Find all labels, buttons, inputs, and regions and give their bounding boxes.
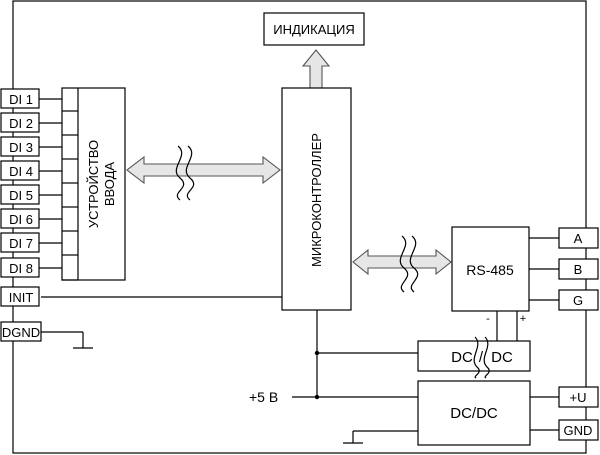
mcu-box: [281, 87, 352, 311]
left-terminal-label: DI 3: [9, 140, 33, 155]
left-terminal-label: DI 5: [9, 188, 33, 203]
input-mcu-bus-arrow: [126, 155, 281, 185]
right-terminal-box: [558, 258, 599, 280]
left-terminal-box: [0, 286, 40, 307]
left-terminal-label: DI 4: [9, 164, 33, 179]
left-terminal-label: DGND: [2, 325, 40, 340]
isolated-dcdc-slash: /: [479, 349, 484, 366]
input-device-label-line1: УСТРОЙСТВО: [86, 140, 101, 228]
input-device-box: [61, 87, 126, 281]
input-mcu-bus-break-right: [185, 145, 195, 201]
input-device-label-line2: ВВОДА: [102, 162, 117, 207]
mcu-rs485-bus-arrow: [352, 248, 452, 276]
left-terminal-label: DI 6: [9, 212, 33, 227]
indication-label: ИНДИКАЦИЯ: [273, 22, 354, 37]
left-terminal-label: DI 7: [9, 236, 33, 251]
right-terminal-label: G: [573, 293, 583, 308]
left-terminal-label: DI 1: [9, 92, 33, 107]
isolated-dcdc-box: [417, 340, 531, 372]
indication-box: [263, 12, 365, 46]
input-notches: [62, 110, 78, 281]
rs485-box: [451, 226, 530, 312]
right-terminal-label: GND: [564, 423, 593, 438]
right-terminal-box: [558, 419, 599, 441]
mcu-label: МИКРОКОНТРОЛЛЕР: [309, 133, 324, 267]
indication-arrow: [301, 49, 331, 89]
main-dcdc-box: [417, 380, 531, 446]
rs485-plus-label: +: [520, 313, 526, 325]
right-terminal-box: [558, 227, 599, 249]
right-terminal-box: [558, 386, 599, 408]
right-terminal-label: +U: [570, 390, 587, 405]
left-terminal-block: DI 1 DI 2 DI 3 DI 4 DI 5 DI 6 DI 7 DI 8 INIT DGND: [0, 88, 62, 342]
isolation-barrier-left: [473, 336, 480, 379]
right-terminal-label: A: [574, 231, 583, 246]
rs485-minus-label: -: [486, 313, 490, 325]
right-terminal-label: B: [574, 262, 583, 277]
right-terminal-block: A B G +U GND: [558, 227, 599, 441]
rs485-label: RS-485: [466, 262, 514, 278]
input-device-label-group: УСТРОЙСТВО ВВОДА: [86, 140, 117, 228]
isolation-barrier-right: [483, 336, 490, 379]
left-terminal-label: DI 8: [9, 261, 33, 276]
mcu-rs485-bus-break-right: [409, 235, 419, 293]
isolated-dcdc-left: DC: [451, 349, 473, 366]
input-mcu-bus-break-left: [175, 145, 185, 201]
right-terminal-box: [558, 289, 599, 311]
left-terminal-label: DI 2: [9, 116, 33, 131]
left-terminal-box: [0, 321, 42, 342]
left-terminal-label: INIT: [9, 290, 34, 305]
mcu-rs485-bus-break-left: [399, 235, 409, 293]
main-dcdc-label: DC/DC: [450, 405, 498, 422]
isolated-dcdc-right: DC: [491, 349, 513, 366]
supply-label: +5 В: [249, 389, 278, 405]
